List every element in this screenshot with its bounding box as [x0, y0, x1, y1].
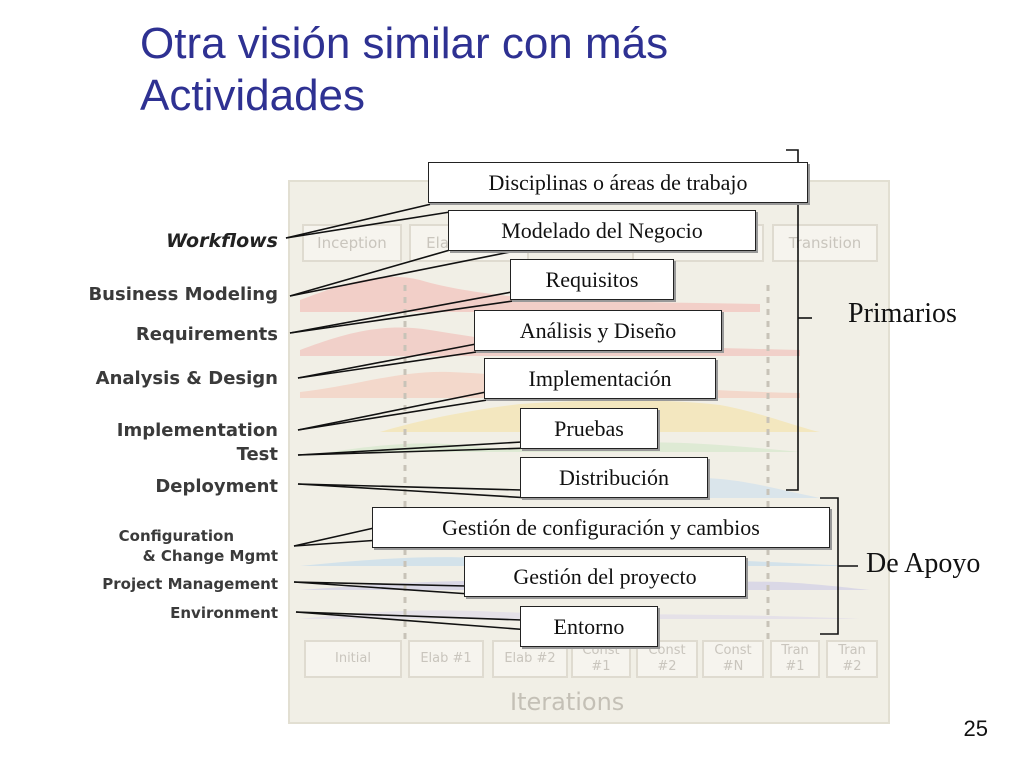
- leader-entorno-b: [295, 611, 531, 631]
- workflow-environment: Environment: [170, 604, 278, 622]
- iteration-tran-1: Tran #1: [770, 640, 820, 678]
- callout-entorno: Entorno: [520, 606, 658, 647]
- workflow-requirements: Requirements: [135, 324, 278, 345]
- leader-disciplinas-b: [285, 211, 451, 239]
- callout-requisitos: Requisitos: [510, 259, 674, 300]
- leader-entorno-a: [295, 611, 523, 621]
- leader-requisitos-a: [289, 291, 513, 334]
- leader-pruebas-a: [297, 441, 523, 456]
- leader-proyecto-a: [293, 581, 467, 587]
- callout-gestion-proyecto: Gestión del proyecto: [464, 556, 746, 597]
- leader-modelado-b: [289, 249, 521, 297]
- iteration-elab-1: Elab #1: [408, 640, 484, 678]
- leader-requisitos-b: [289, 299, 521, 334]
- iterations-label: Iterations: [510, 688, 625, 716]
- slide-title: Otra visión similar con más Actividades: [140, 18, 900, 122]
- workflow-project-management: Project Management: [102, 575, 278, 593]
- leader-distribucion-a: [297, 483, 523, 491]
- workflow-business-modeling: Business Modeling: [88, 284, 278, 305]
- leader-modelado-a: [289, 249, 451, 297]
- callout-gestion-configuracion: Gestión de configuración y cambios: [372, 507, 830, 548]
- iteration-const-2: Const #2: [636, 640, 698, 678]
- leader-disciplinas-a: [285, 201, 441, 239]
- slide-title-line-2: Actividades: [140, 71, 366, 120]
- group-label-de-apoyo: De Apoyo: [866, 548, 981, 579]
- hump-business-modeling: [300, 276, 760, 312]
- iteration-const-n: Const #N: [702, 640, 764, 678]
- workflow-deployment: Deployment: [155, 476, 278, 497]
- leader-implementacion-a: [297, 391, 487, 431]
- callout-disciplinas: Disciplinas o áreas de trabajo: [428, 162, 808, 203]
- leader-implementacion-b: [297, 397, 501, 431]
- slide-title-line-1: Otra visión similar con más: [140, 19, 669, 68]
- page-number: 25: [963, 716, 988, 741]
- workflow-configuration: Configuration: [118, 527, 234, 545]
- workflow-test: Test: [236, 444, 278, 465]
- workflow-implementation: Implementation: [116, 420, 278, 441]
- bracket-primarios: [786, 149, 799, 491]
- callout-analisis-diseno: Análisis y Diseño: [474, 310, 722, 351]
- phase-transition: Transition: [772, 224, 878, 262]
- callout-distribucion: Distribución: [520, 457, 708, 498]
- iteration-initial: Initial: [304, 640, 402, 678]
- hump-test: [330, 442, 800, 452]
- leader-pruebas-b: [297, 447, 531, 456]
- group-label-primarios: Primarios: [848, 298, 957, 329]
- leader-analisis-a: [297, 343, 477, 379]
- workflow-change-mgmt: & Change Mgmt: [142, 547, 278, 565]
- leader-configuracion-b: [293, 539, 381, 547]
- workflows-header: Workflows: [166, 230, 278, 252]
- leader-configuracion-a: [293, 527, 375, 547]
- callout-modelado-negocio: Modelado del Negocio: [448, 210, 756, 251]
- callout-pruebas: Pruebas: [520, 408, 658, 449]
- leader-analisis-b: [297, 349, 491, 379]
- leader-proyecto-b: [293, 581, 471, 595]
- callout-implementacion: Implementación: [484, 358, 716, 399]
- iteration-tran-2: Tran #2: [826, 640, 878, 678]
- leader-distribucion-b: [297, 483, 531, 499]
- workflow-analysis-design: Analysis & Design: [95, 368, 278, 389]
